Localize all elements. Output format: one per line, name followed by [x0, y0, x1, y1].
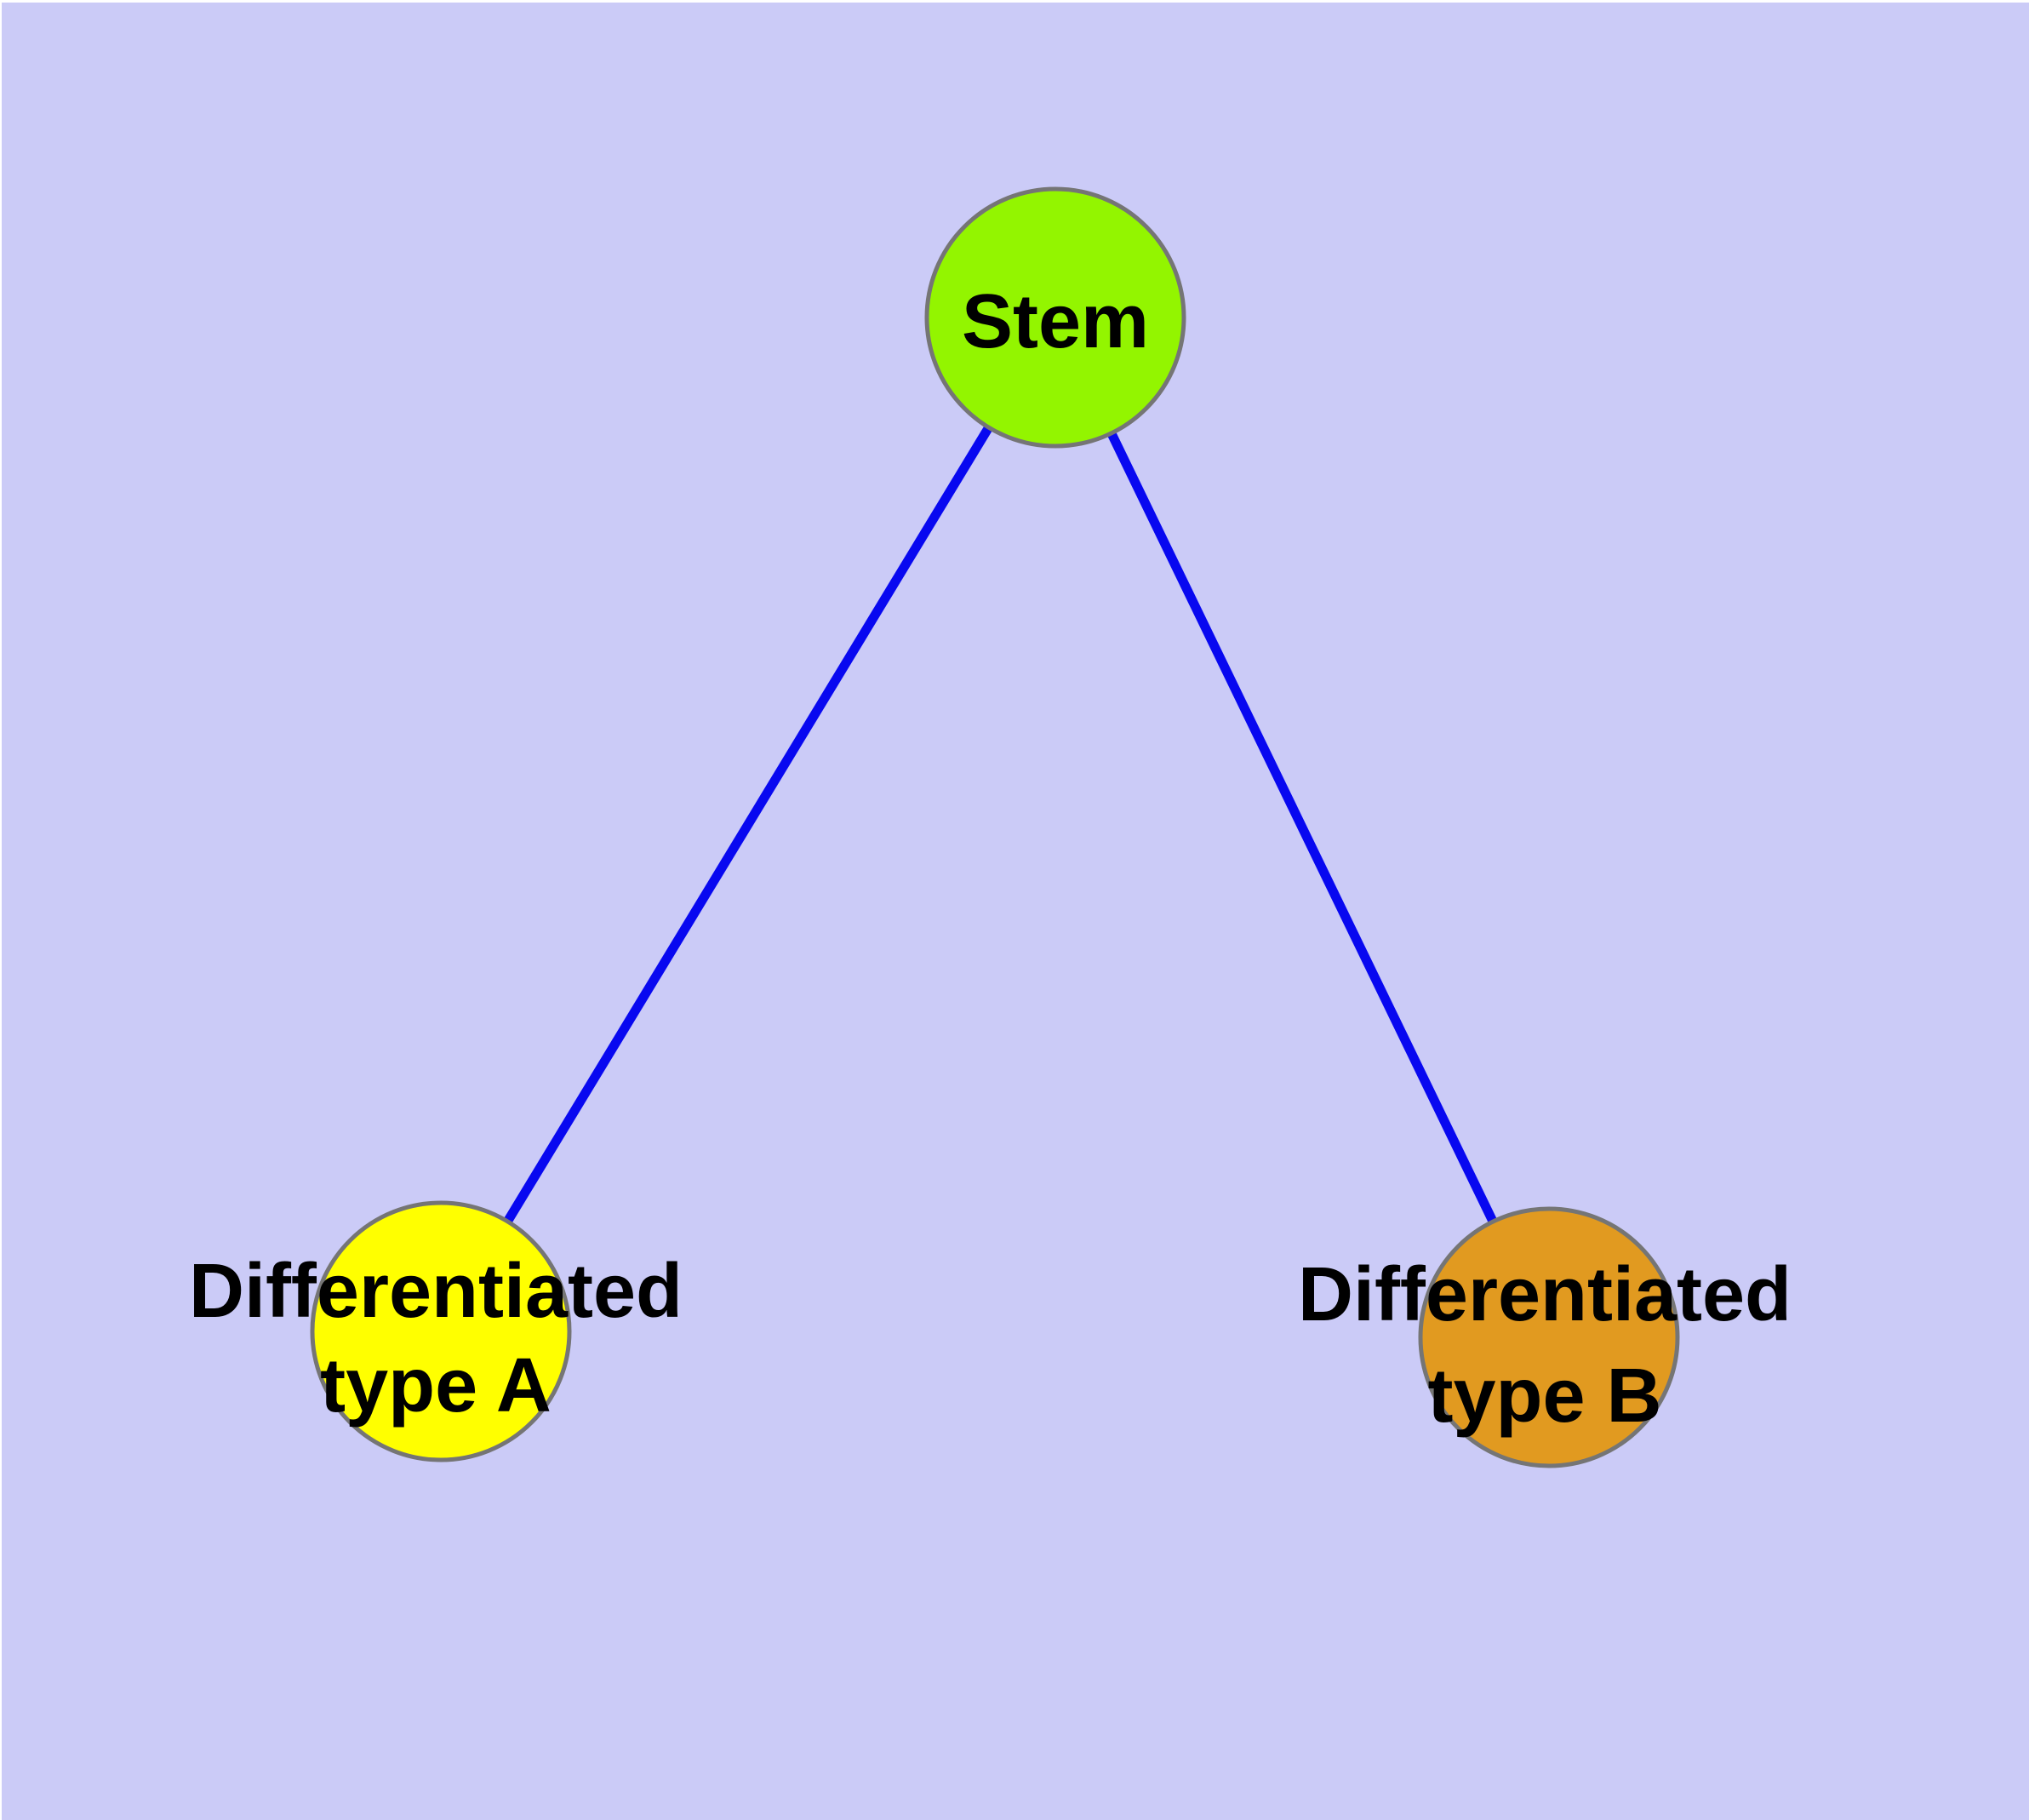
node-differentiated-type-a: Differentiated type A [189, 1200, 683, 1462]
edge-layer [437, 315, 1553, 1340]
node-type-a-label-line1: Differentiated [189, 1249, 683, 1334]
edge-stem-to-type-a [437, 315, 1060, 1334]
node-stem-circle [924, 186, 1186, 449]
node-type-b-label-line1: Differentiated [1298, 1252, 1792, 1337]
node-differentiated-type-b: Differentiated type B [1298, 1206, 1792, 1468]
node-stem: Stem [924, 186, 1186, 449]
node-type-b-label-line2: type B [1427, 1354, 1661, 1439]
node-type-b-circle [1418, 1206, 1680, 1468]
node-stem-label: Stem [962, 279, 1149, 364]
edge-stem-to-type-b [1051, 315, 1553, 1340]
node-type-a-circle [310, 1200, 572, 1462]
node-type-a-label-line2: type A [320, 1343, 552, 1428]
